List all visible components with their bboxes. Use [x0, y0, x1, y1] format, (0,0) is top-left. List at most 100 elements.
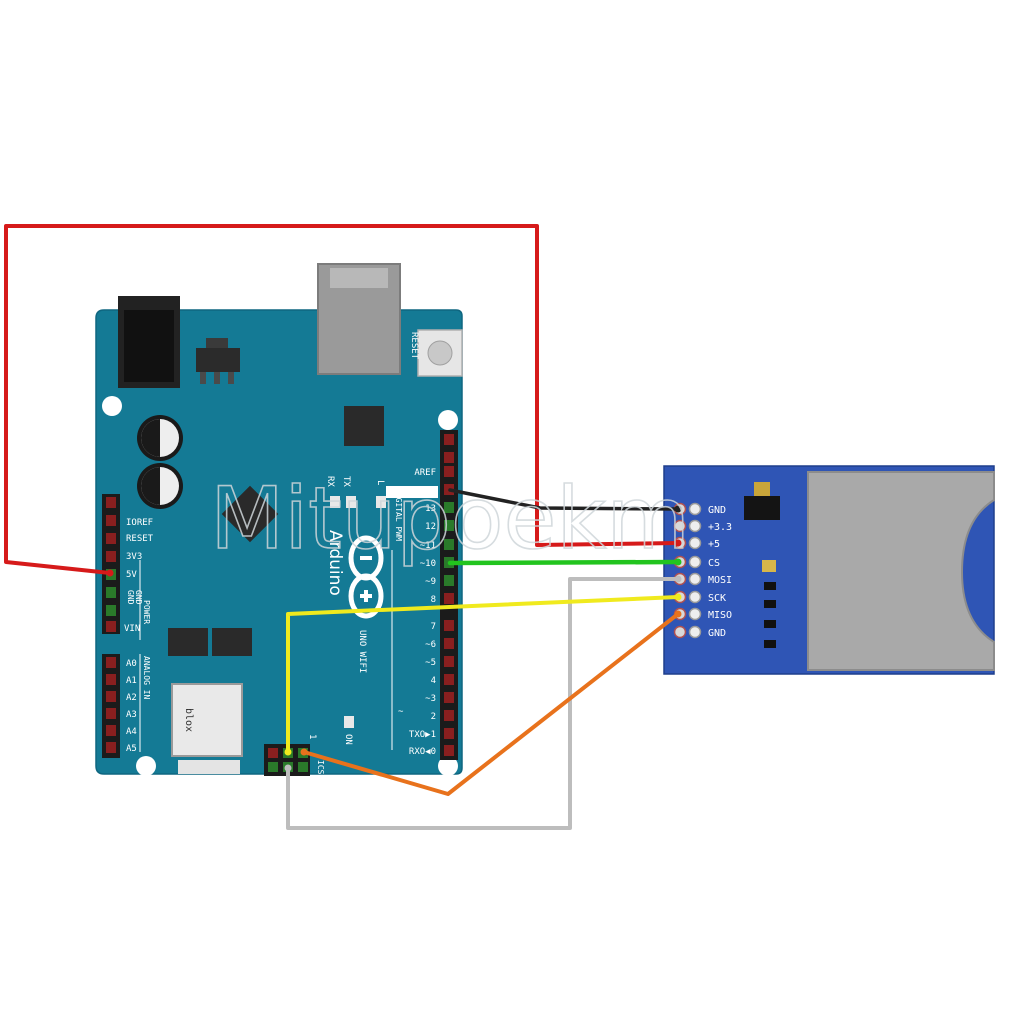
wifi-module [171, 683, 243, 757]
digital-header-pin[interactable] [444, 466, 454, 477]
power-pin-label: RESET [126, 534, 154, 544]
header-pin[interactable] [106, 674, 116, 685]
arduino-board: RESET blox RX TX L Arduin [95, 263, 463, 779]
digital-header-pin[interactable] [444, 502, 454, 513]
sd-pin-hole[interactable] [688, 536, 702, 550]
usb-chip [344, 406, 384, 446]
analog-pin-label: A0 [126, 659, 137, 669]
header-pin[interactable] [106, 551, 116, 562]
sd-resistor [762, 560, 776, 572]
header-pin[interactable] [106, 725, 116, 736]
sd-pin-hole[interactable] [688, 555, 702, 569]
digital-header-pin[interactable] [444, 745, 454, 756]
gnd-label-highlight [386, 486, 438, 498]
header-pin[interactable] [106, 497, 116, 508]
voltage-regulator [196, 348, 240, 372]
digital-header-pin[interactable] [444, 539, 454, 550]
watermark: Mitupoekm [210, 469, 690, 569]
digital-header-pin[interactable] [444, 620, 454, 631]
digital-pin-label: RXO◀0 [409, 747, 436, 757]
icsp-pin[interactable] [298, 762, 308, 772]
wire-endpoint [674, 575, 682, 583]
digital-header-pin[interactable] [444, 710, 454, 721]
wire-sck [286, 595, 680, 754]
digital-header-pin[interactable] [444, 674, 454, 685]
sd-pin-label: GND [708, 628, 726, 639]
sd-pin-hole[interactable] [688, 519, 702, 533]
digital-header-pin[interactable] [444, 692, 454, 703]
sd-resistor [764, 640, 776, 648]
wire-endpoint [674, 610, 682, 618]
header-pin[interactable] [106, 742, 116, 753]
regulator-leg [228, 372, 234, 384]
icsp-tilde: ~ [398, 707, 404, 717]
header-pin[interactable] [106, 605, 116, 616]
digital-header-pin[interactable] [444, 638, 454, 649]
sd-pin-hole[interactable] [688, 607, 702, 621]
header-pin[interactable] [106, 533, 116, 544]
capacitor [137, 415, 183, 461]
wire-cs [447, 559, 681, 566]
sd-pin-hole[interactable] [688, 572, 702, 586]
digital-header-pin[interactable] [444, 575, 454, 586]
digital-pin-label: 12 [425, 522, 436, 532]
header-pin[interactable] [106, 515, 116, 526]
digital-pin-label: ~6 [425, 640, 436, 650]
header-pin[interactable] [106, 587, 116, 598]
header-pin[interactable] [106, 691, 116, 702]
power-header [102, 494, 120, 634]
board-edge-strip [178, 760, 240, 774]
power-pin-label: GND [126, 590, 135, 605]
analog-section-label: ANALOG IN [142, 656, 151, 700]
digital-header-pin[interactable] [444, 656, 454, 667]
sd-pin-hole[interactable] [688, 590, 702, 604]
sd-pin-label: MISO [708, 610, 732, 621]
analog-pin-label: A5 [126, 744, 137, 754]
wire-endpoint [674, 593, 682, 601]
analog-pin-label: A1 [126, 676, 137, 686]
sd-pin-hole[interactable] [673, 519, 687, 533]
sd-pin-label: +3.3 [708, 522, 732, 533]
sd-pin-hole[interactable] [688, 502, 702, 516]
mount-hole [102, 396, 122, 416]
regulator-leg [214, 372, 220, 384]
icsp-pin[interactable] [268, 762, 278, 772]
digital-pin-label: 8 [431, 595, 436, 605]
header-pin[interactable] [106, 657, 116, 668]
digital-label: DIGITAL PWM [394, 488, 403, 541]
digital-pin-label: ~11 [420, 541, 436, 551]
sd-pin-label: +5 [708, 539, 720, 550]
digital-pin-label: AREF [414, 468, 436, 478]
sd-resistor [764, 600, 776, 608]
digital-pin-label: ~5 [425, 658, 436, 668]
digital-header-pin[interactable] [444, 434, 454, 445]
digital-header-pin[interactable] [444, 728, 454, 739]
reset-label: RESET [409, 332, 419, 360]
header-pin[interactable] [106, 708, 116, 719]
sd-pin-hole[interactable] [673, 625, 687, 639]
power-pin-label: 5V [126, 570, 137, 580]
sd-pin-hole[interactable] [688, 625, 702, 639]
reset-button-cap[interactable] [427, 340, 453, 366]
digital-header-pin[interactable] [444, 452, 454, 463]
wire-endpoint [674, 558, 682, 566]
on-led [344, 716, 354, 728]
digital-pin-label: ~3 [425, 694, 436, 704]
power-section-label: POWER [142, 600, 151, 624]
capacitor [137, 463, 183, 509]
wire-endpoint [674, 505, 682, 513]
header-pin[interactable] [106, 621, 116, 632]
analog-pin-label: A3 [126, 710, 137, 720]
wires [4, 224, 682, 830]
digital-header-pin[interactable] [444, 520, 454, 531]
icsp-pin[interactable] [268, 748, 278, 758]
l-led [376, 496, 386, 508]
rx-led [346, 496, 356, 508]
l-label: L [375, 480, 385, 485]
brand-label: Arduino [325, 530, 345, 596]
digital-header-pin[interactable] [444, 593, 454, 604]
digital-pin-label: ~9 [425, 577, 436, 587]
sd-regulator [744, 496, 780, 520]
wire-miso [302, 612, 680, 796]
